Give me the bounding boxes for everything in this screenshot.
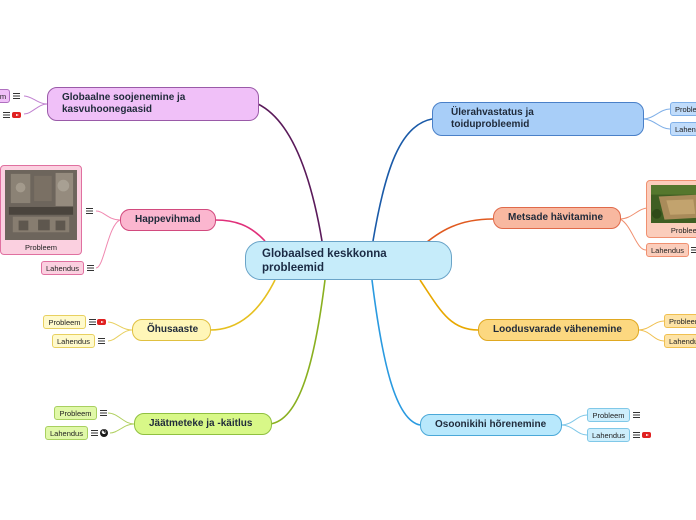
- topic-osoonikihi-horenemine[interactable]: Osoonikihi hõrenemine: [420, 414, 562, 436]
- topic-loodusvarade-vahenemine[interactable]: Loodusvarade vähenemine: [478, 319, 639, 341]
- leaf-probleem-jaatmeteke[interactable]: Probleem: [54, 406, 97, 420]
- leaf-probleem-osoonikihi[interactable]: Probleem: [587, 408, 630, 422]
- video-icon[interactable]: [642, 432, 651, 438]
- leaf-probleem-image-happevihmad[interactable]: Probleem: [0, 165, 82, 255]
- topic-label: Õhusaaste: [147, 324, 199, 335]
- video-icon[interactable]: [97, 319, 106, 325]
- link-loodusvarade: [419, 279, 479, 331]
- link-happevihmad: [214, 219, 266, 242]
- leaf-lahendus-osoonikihi[interactable]: Lahendus: [587, 428, 630, 442]
- topic-jaatmeteke[interactable]: Jäätmeteke ja -käitlus: [134, 413, 272, 435]
- leaf-lahendus-ohusaaste[interactable]: Lahendus: [52, 334, 95, 348]
- note-icon[interactable]: [98, 338, 105, 344]
- leaf-lahendus-happevihmad[interactable]: Lahendus: [41, 261, 84, 275]
- leaf-lahendus-ulerahvastatus[interactable]: Lahendus: [670, 122, 696, 136]
- leaf-lahendus-loodusvarade[interactable]: Lahendus: [664, 334, 696, 348]
- topic-label: Metsade hävitamine: [508, 212, 604, 223]
- topic-label: Happevihmad: [135, 214, 201, 225]
- note-icon[interactable]: [13, 93, 20, 99]
- topic-happevihmad[interactable]: Happevihmad: [120, 209, 216, 231]
- leaf-probleem-image-metsade[interactable]: Probleem: [646, 180, 696, 238]
- leaf-probleem-ohusaaste[interactable]: Probleem: [43, 315, 86, 329]
- topic-label: Globaalne soojenemine ja kasvuhoonegaasi…: [62, 92, 186, 115]
- note-icon[interactable]: [91, 430, 98, 436]
- link-globaalne: [257, 103, 323, 242]
- leaf-probleem-loodusvarade[interactable]: Probleem: [664, 314, 696, 328]
- note-icon[interactable]: [3, 112, 10, 118]
- topic-globaalne-soojenemine[interactable]: Globaalne soojenemine ja kasvuhoonegaasi…: [47, 87, 259, 121]
- leaf-lahendus-jaatmeteke[interactable]: Lahendus: [45, 426, 88, 440]
- video-icon[interactable]: [12, 112, 21, 118]
- weathered-statue-image: [5, 170, 77, 241]
- leaf-lahendus-metsade[interactable]: Lahendus: [646, 243, 689, 257]
- topic-metsade-havitamine[interactable]: Metsade hävitamine: [493, 207, 621, 229]
- note-icon[interactable]: [87, 265, 94, 271]
- note-icon[interactable]: [633, 412, 640, 418]
- central-topic-label: Globaalsed keskkonna probleemid: [262, 247, 387, 274]
- link-jaatmeteke: [269, 279, 326, 425]
- note-icon[interactable]: [86, 208, 93, 214]
- note-icon[interactable]: [633, 432, 640, 438]
- topic-label: Osoonikihi hõrenemine: [435, 419, 547, 430]
- topic-label: Loodusvarade vähenemine: [493, 324, 622, 335]
- central-topic[interactable]: Globaalsed keskkonna probleemid: [245, 241, 452, 280]
- link-osoonikihi: [371, 279, 421, 426]
- topic-label: Jäätmeteke ja -käitlus: [149, 418, 253, 429]
- topic-ohusaaste[interactable]: Õhusaaste: [132, 319, 211, 341]
- leaf-probleem-ulerahvastatus[interactable]: Probleem: [670, 102, 696, 116]
- globe-link-icon[interactable]: ☯: [100, 429, 108, 437]
- topic-ulerahvastatus[interactable]: Ülerahvastatus ja toiduprobleemid: [432, 102, 644, 136]
- link-ulerahvastatus: [372, 118, 433, 242]
- note-icon[interactable]: [691, 247, 696, 253]
- topic-label: Ülerahvastatus ja toiduprobleemid: [451, 107, 534, 130]
- link-ohusaaste: [209, 279, 276, 331]
- note-icon[interactable]: [89, 319, 96, 325]
- leaf-probleem-globaalne[interactable]: m: [0, 89, 10, 103]
- note-icon[interactable]: [100, 410, 107, 416]
- deforestation-image: [651, 185, 696, 224]
